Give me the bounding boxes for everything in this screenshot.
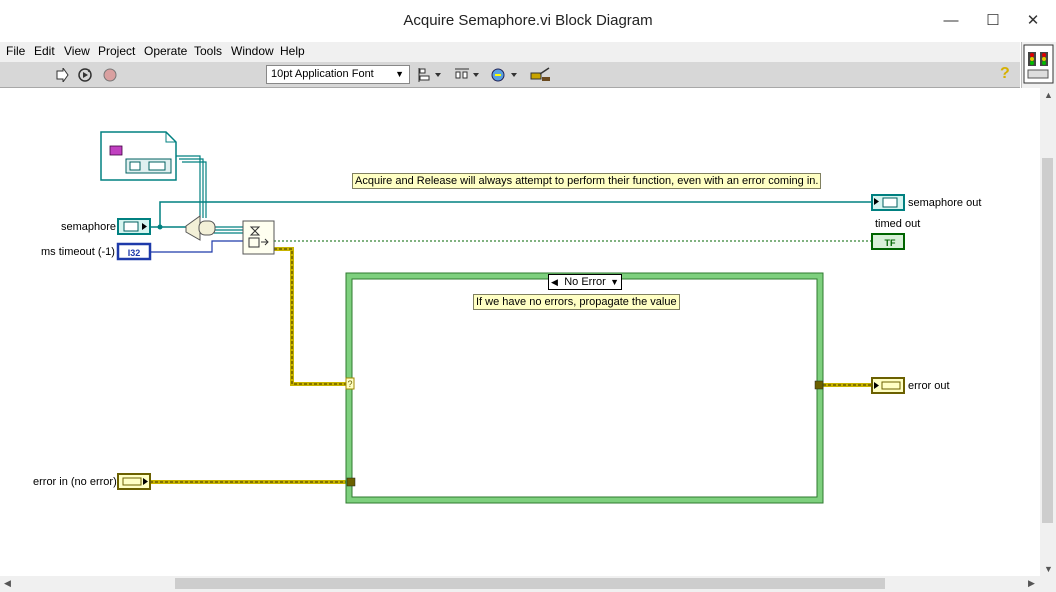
font-dropdown-value: 10pt Application Font	[271, 68, 374, 80]
distribute-objects-button[interactable]	[454, 65, 482, 84]
timed-out-indicator[interactable]	[871, 233, 905, 250]
tf-terminal-text: TF	[885, 238, 896, 248]
menu-tools[interactable]: Tools	[194, 44, 223, 58]
minimize-button[interactable]: —	[943, 12, 959, 29]
case-selector-terminal[interactable]	[345, 377, 355, 390]
scroll-down-icon[interactable]: ▼	[1044, 564, 1053, 574]
semaphore-label: semaphore	[61, 221, 117, 233]
vertical-scroll-thumb[interactable]	[1042, 158, 1053, 523]
horizontal-scrollbar[interactable]: ◀ ▶	[0, 576, 1040, 592]
semaphore-out-label: semaphore out	[908, 197, 982, 209]
cleanup-diagram-button[interactable]	[528, 65, 552, 84]
window-title: Acquire Semaphore.vi Block Diagram	[403, 12, 653, 29]
scrollbar-corner	[1040, 576, 1056, 592]
run-button[interactable]	[54, 65, 70, 84]
align-objects-icon	[418, 67, 441, 82]
error-in-label: error in (no error)	[33, 476, 117, 488]
scroll-left-icon[interactable]: ◀	[4, 578, 11, 588]
error-out-label: error out	[908, 380, 950, 392]
chevron-down-icon: ▼	[395, 69, 404, 79]
i32-terminal-text: I32	[128, 248, 141, 258]
menu-operate[interactable]: Operate	[144, 44, 188, 58]
run-continuously-icon	[78, 67, 92, 82]
diagram-wires: I32 TF ?	[100, 131, 905, 504]
main-comment: Acquire and Release will always attempt …	[352, 173, 822, 189]
block-diagram-canvas[interactable]: I32 TF ? semaphore ms timeout (-1) error…	[0, 88, 1040, 576]
chevron-down-icon[interactable]: ▼	[610, 277, 619, 287]
ms-timeout-label: ms timeout (-1)	[41, 246, 115, 258]
stop-icon	[103, 68, 117, 81]
menu-view[interactable]: View	[64, 44, 90, 58]
semaphore-vi-icon	[1023, 44, 1054, 84]
case-selector-value: No Error	[564, 276, 606, 288]
font-dropdown[interactable]: 10pt Application Font ▼	[266, 65, 410, 84]
vi-icon	[1021, 42, 1056, 88]
abort-button[interactable]	[101, 65, 119, 84]
horizontal-scroll-thumb[interactable]	[175, 578, 885, 589]
vertical-scrollbar[interactable]: ▲ ▼	[1040, 88, 1056, 576]
scroll-up-icon[interactable]: ▲	[1044, 90, 1053, 100]
menu-help[interactable]: Help	[280, 44, 305, 58]
semaphore-out-wire	[159, 201, 872, 227]
selector-terminal-text: ?	[347, 379, 352, 389]
align-objects-button[interactable]	[418, 65, 444, 84]
toolbar: 10pt Application Font ▼	[0, 62, 1020, 88]
menu-window[interactable]: Window	[231, 44, 274, 58]
decrement-case-icon[interactable]: ◀	[551, 277, 558, 287]
timed-out-label: timed out	[875, 218, 921, 230]
ms-timeout-control[interactable]	[116, 242, 152, 261]
run-arrow-icon	[56, 67, 69, 82]
close-button[interactable]: ✕	[1026, 12, 1040, 29]
error-in-tunnel[interactable]	[346, 477, 356, 487]
string-refnum-icon	[109, 145, 123, 156]
context-help-button[interactable]: ?	[1000, 65, 1010, 82]
cleanup-broom-icon	[530, 66, 550, 81]
reorder-icon	[491, 68, 517, 81]
menu-edit[interactable]: Edit	[34, 44, 55, 58]
unbundle-node[interactable]	[185, 215, 201, 241]
hourglass-icon	[249, 226, 261, 236]
case-comment: If we have no errors, propagate the valu…	[473, 294, 680, 310]
run-continuously-button[interactable]	[76, 65, 94, 84]
error-out-tunnel[interactable]	[814, 380, 824, 390]
menu-bar: File Edit View Project Operate Tools Win…	[0, 42, 1020, 62]
reorder-button[interactable]	[490, 65, 520, 84]
timeout-wire	[150, 240, 243, 253]
maximize-button[interactable]: ☐	[986, 12, 1000, 29]
menu-project[interactable]: Project	[98, 44, 136, 58]
case-selector-label[interactable]: ◀ No Error ▼	[548, 274, 622, 290]
scroll-right-icon[interactable]: ▶	[1028, 578, 1035, 588]
distribute-objects-icon	[455, 68, 479, 78]
title-bar: Acquire Semaphore.vi Block Diagram — ☐ ✕	[0, 0, 1056, 42]
unbundled-wire	[214, 226, 243, 234]
cluster-wire	[176, 155, 207, 218]
menu-file[interactable]: File	[6, 44, 26, 58]
acquire-error-wire	[274, 247, 346, 386]
